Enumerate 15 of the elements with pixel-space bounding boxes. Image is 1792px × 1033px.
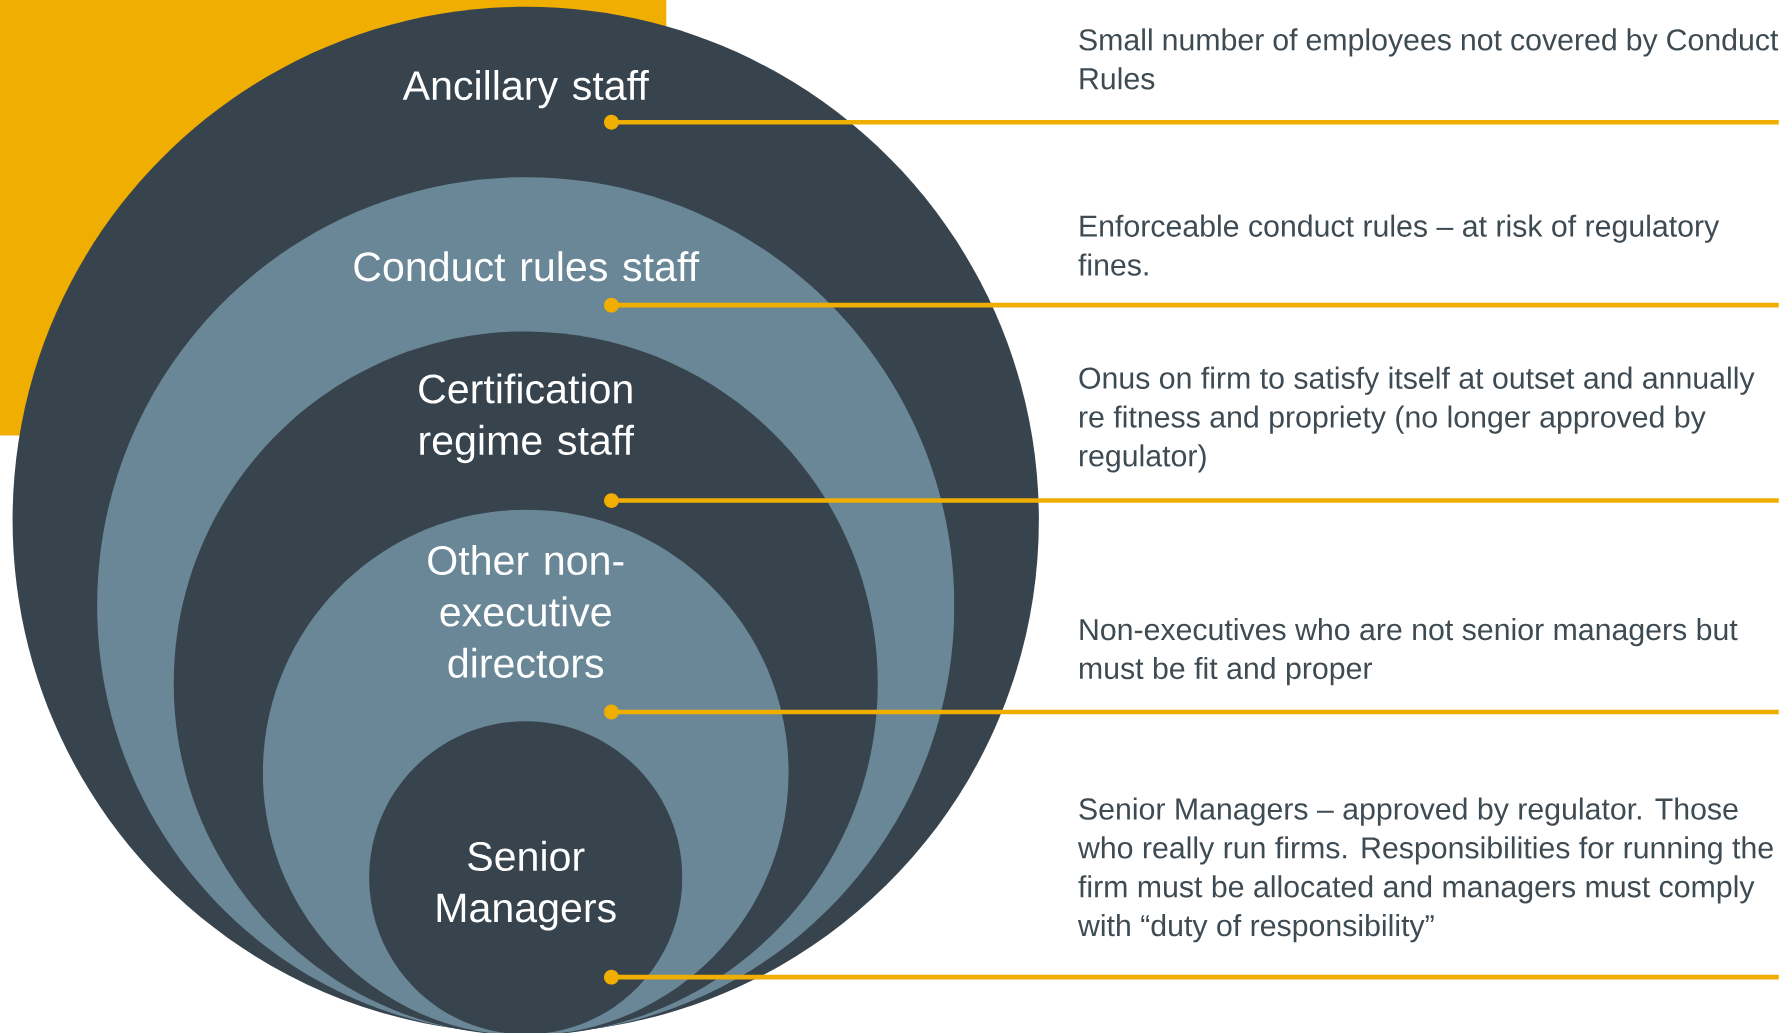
- leader-line: [604, 704, 1779, 720]
- leader-line: [604, 969, 1779, 985]
- circle-label: Senior Managers: [437, 840, 616, 931]
- circle-label: Conduct rules staff: [354, 251, 700, 282]
- description-text: Enforceable conduct rules – at risk of regulatory fines.: [1078, 214, 1720, 276]
- leader-line: [604, 114, 1779, 130]
- description-text: Onus on firm to satisfy itself at outset and annually re fitness and propriety (no longer approved by regulator): [1079, 366, 1755, 473]
- circle-label: Ancillary staff: [402, 69, 649, 109]
- description-text: Non-executives who are not senior managers but must be fit and proper: [1079, 618, 1738, 686]
- description-text: Small number of employees not covered by Conduct Rules: [1079, 28, 1779, 90]
- leader-line: [604, 493, 1779, 508]
- description-text: Senior Managers – approved by regulator. Those who really run firms. Responsibilities for running the firm must be allocated and managers must comply with “duty of responsibility”: [1077, 797, 1773, 943]
- leader-line: [604, 297, 1779, 313]
- circle-label: Other non-executive directors: [428, 544, 624, 678]
- circle-label: Certification regime staff: [419, 373, 635, 464]
